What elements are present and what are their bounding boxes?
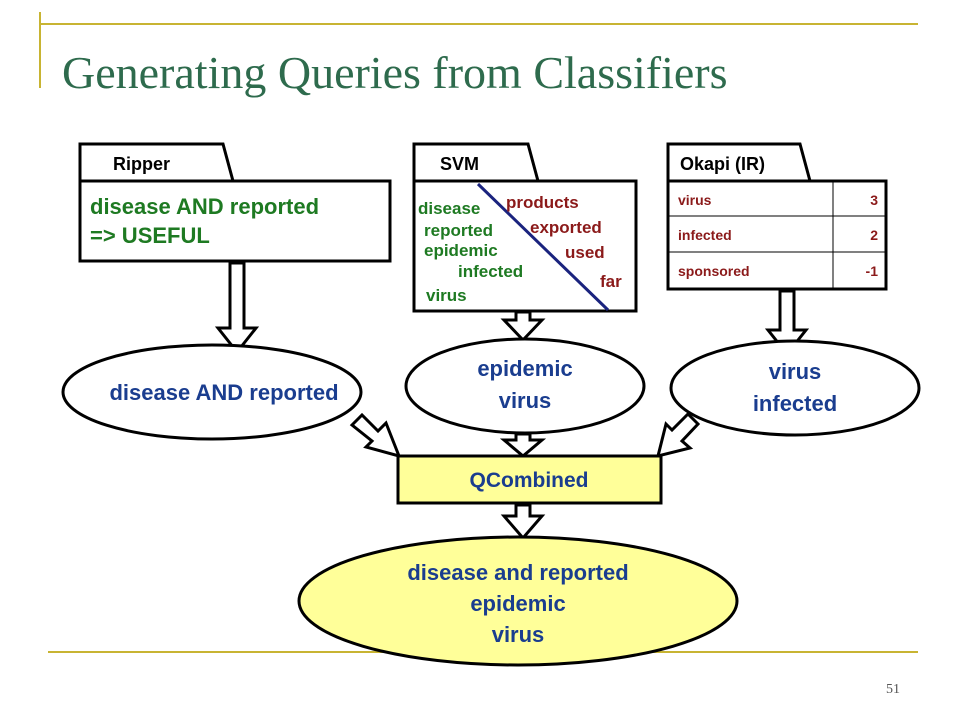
result-text-line1: disease and reported — [407, 560, 628, 585]
ripper-rule-box — [78, 179, 392, 263]
ripper-tab-label: Ripper — [113, 154, 170, 174]
okapi-term: sponsored — [678, 263, 750, 279]
svm-word-right: exported — [530, 218, 602, 237]
result-text-line2: epidemic — [470, 591, 565, 616]
svm-separator-line — [476, 182, 610, 312]
result-ellipse — [297, 535, 739, 667]
qcombined: QCombined — [396, 454, 663, 505]
svm-query: epidemic virus — [404, 337, 646, 435]
combined-to-result-arrow — [500, 503, 546, 541]
svm-classifier: SVM disease reported epidemic infected v… — [412, 142, 638, 313]
okapi-table — [666, 179, 888, 291]
svm-to-combined-arrow — [499, 432, 547, 458]
svm-tab-label: SVM — [440, 154, 479, 174]
svm-word-left: epidemic — [424, 241, 498, 260]
svm-query-ellipse — [404, 337, 646, 435]
okapi-query-ellipse — [669, 339, 921, 437]
svm-word-left: virus — [426, 286, 467, 305]
okapi-term: infected — [678, 227, 732, 243]
ripper-tab — [78, 142, 235, 182]
okapi-tab — [666, 142, 812, 182]
ripper-query-ellipse — [61, 343, 363, 441]
okapi-weight: -1 — [866, 263, 879, 279]
result-text-line3: virus — [492, 622, 545, 647]
okapi-classifier: Okapi (IR) virus 3 infected 2 sponsored … — [666, 142, 888, 291]
okapi-query-text-line2: infected — [753, 391, 837, 416]
page-number: 51 — [886, 682, 900, 697]
svm-word-left: reported — [424, 221, 493, 240]
result-query: disease and reported epidemic virus — [297, 535, 739, 667]
okapi-query-text-line1: virus — [769, 359, 822, 384]
okapi-query: virus infected — [669, 339, 921, 437]
svm-query-text-line1: epidemic — [477, 356, 572, 381]
svm-down-arrow — [500, 310, 546, 343]
page-title: Generating Queries from Classifiers — [62, 47, 728, 98]
okapi-weight: 2 — [870, 227, 878, 243]
okapi-tab-label: Okapi (IR) — [680, 154, 765, 174]
svm-word-left: infected — [458, 262, 523, 281]
ripper-query: disease AND reported — [61, 343, 363, 441]
ripper-down-arrow — [214, 261, 260, 355]
ripper-rule-line1: disease AND reported — [90, 194, 319, 219]
ripper-rule-line2: => USEFUL — [90, 223, 210, 248]
svm-query-text-line2: virus — [499, 388, 552, 413]
svm-word-left: disease — [418, 199, 480, 218]
ripper-query-text: disease AND reported — [109, 380, 338, 405]
okapi-to-combined-arrow — [655, 411, 701, 459]
svm-tab — [412, 142, 540, 182]
ripper-to-combined-arrow — [349, 412, 402, 459]
okapi-weight: 3 — [870, 192, 878, 208]
svm-word-right: products — [506, 193, 579, 212]
qcombined-label: QCombined — [470, 469, 589, 492]
qcombined-box — [396, 454, 663, 505]
svm-word-right: used — [565, 243, 605, 262]
okapi-term: virus — [678, 192, 712, 208]
svm-word-right: far — [600, 272, 622, 291]
ripper-classifier: Ripper disease AND reported => USEFUL — [78, 142, 392, 263]
